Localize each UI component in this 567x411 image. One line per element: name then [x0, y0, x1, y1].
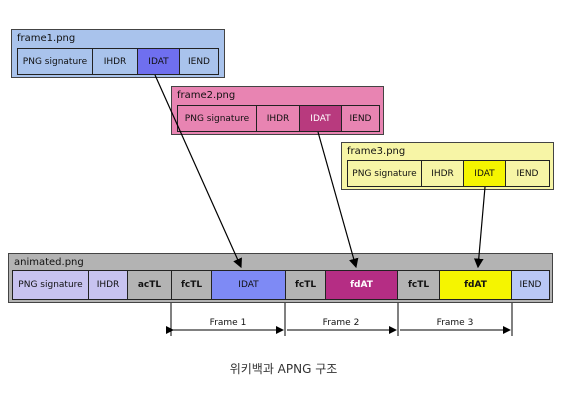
frame1-ihdr: IHDR [93, 49, 138, 74]
span-label-bg-2 [311, 314, 371, 328]
animated-fdat-3: fdAT [440, 271, 512, 299]
frame3-ihdr: IHDR [422, 161, 464, 186]
animated-fdat-2: fdAT [326, 271, 398, 299]
frame2-ihdr: IHDR [257, 106, 300, 131]
frame3-box: frame3.png PNG signature IHDR IDAT IEND [341, 142, 554, 190]
span-label-frame-2: Frame 2 [323, 318, 360, 328]
frame2-chunks: PNG signature IHDR IDAT IEND [177, 105, 380, 132]
animated-title: animated.png [14, 257, 84, 268]
span-label-frame-3: Frame 3 [437, 318, 474, 328]
arrow-frame1-to-idat [154, 74, 242, 269]
span-label-frame-1: Frame 1 [210, 318, 247, 328]
animated-fctl-3: fcTL [398, 271, 440, 299]
frame1-iend: IEND [180, 49, 218, 74]
frame2-idat: IDAT [300, 106, 342, 131]
span-label-bg-1 [198, 314, 258, 328]
frame3-signature: PNG signature [348, 161, 422, 186]
arrow-frame2-to-fdat [317, 131, 359, 269]
frame2-iend: IEND [342, 106, 379, 131]
animated-chunks: PNG signature IHDR acTL fcTL IDAT fcTL f… [12, 270, 550, 300]
animated-actl: acTL [128, 271, 172, 299]
frame1-chunks: PNG signature IHDR IDAT IEND [17, 48, 219, 75]
animated-fctl-1: fcTL [172, 271, 212, 299]
frame2-title: frame2.png [177, 90, 236, 101]
frame3-title: frame3.png [347, 146, 406, 157]
animated-fctl-2: fcTL [286, 271, 326, 299]
frame2-signature: PNG signature [178, 106, 257, 131]
animated-box: animated.png PNG signature IHDR acTL fcT… [8, 253, 553, 303]
frame1-idat: IDAT [138, 49, 180, 74]
span-label-bg-3 [425, 314, 485, 328]
animated-signature: PNG signature [13, 271, 89, 299]
frame2-box: frame2.png PNG signature IHDR IDAT IEND [171, 86, 384, 135]
frame1-signature: PNG signature [18, 49, 93, 74]
frame3-idat: IDAT [464, 161, 506, 186]
diagram-caption: 위키백과 APNG 구조 [229, 362, 338, 376]
animated-iend: IEND [512, 271, 549, 299]
frame1-title: frame1.png [17, 33, 76, 44]
frame1-box: frame1.png PNG signature IHDR IDAT IEND [11, 29, 225, 78]
animated-ihdr: IHDR [89, 271, 128, 299]
frame3-chunks: PNG signature IHDR IDAT IEND [347, 160, 550, 187]
arrow-frame3-to-fdat [473, 186, 486, 269]
animated-idat: IDAT [212, 271, 286, 299]
frame3-iend: IEND [506, 161, 549, 186]
